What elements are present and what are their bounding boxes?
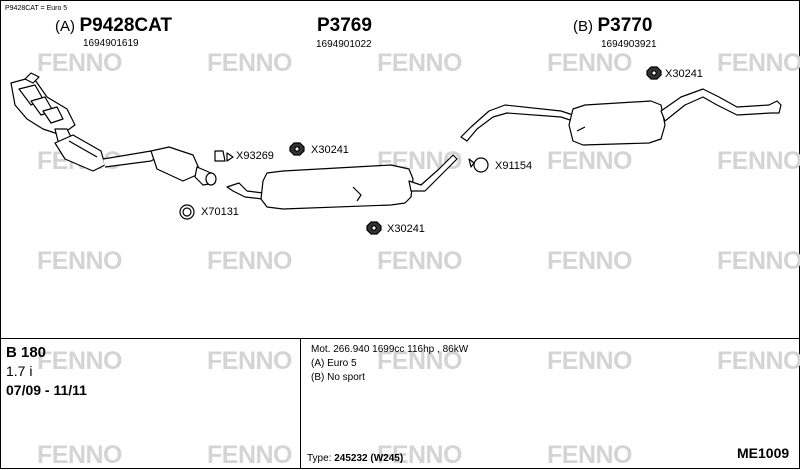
panel-divider xyxy=(1,338,799,339)
part-a-prefix: (A) xyxy=(55,18,75,35)
part-b-label: (B) P3770 xyxy=(573,15,652,37)
fitting-x30241-rear[interactable]: X30241 xyxy=(665,68,703,80)
rear-pipe-inlet xyxy=(460,104,574,142)
watermark: FENNO xyxy=(717,49,800,77)
fitting-x93269[interactable]: X93269 xyxy=(236,150,274,162)
watermark: FENNO xyxy=(207,347,293,375)
part-p3769-oe-number: 1694901022 xyxy=(316,39,372,50)
connecting-pipe xyxy=(408,154,458,192)
type-label: Type: xyxy=(307,453,332,464)
diagram-code: ME1009 xyxy=(737,445,790,461)
watermark: FENNO xyxy=(207,441,293,469)
watermark: FENNO xyxy=(37,247,123,275)
motor-note-b: (B) No sport xyxy=(311,372,365,383)
centre-silencer xyxy=(260,164,414,210)
watermark: FENNO xyxy=(37,49,123,77)
watermark: FENNO xyxy=(547,347,633,375)
watermark: FENNO xyxy=(377,247,463,275)
watermark: FENNO xyxy=(717,347,800,375)
part-b-oe-number: 1694903921 xyxy=(601,39,657,50)
watermark: FENNO xyxy=(207,247,293,275)
part-a-label: (A) P9428CAT xyxy=(55,15,172,37)
rubber-mount-icon xyxy=(366,221,382,235)
tail-pipe xyxy=(660,88,782,122)
watermark: FENNO xyxy=(37,347,123,375)
mid-pipe xyxy=(226,182,264,200)
watermark: FENNO xyxy=(547,147,633,175)
fitting-x70131[interactable]: X70131 xyxy=(201,206,239,218)
part-b-number[interactable]: P3770 xyxy=(597,15,653,36)
exhaust-system-drawing xyxy=(10,66,782,235)
watermark: FENNO xyxy=(547,49,633,77)
exhaust-manifold xyxy=(10,72,76,146)
clamp-ring-icon xyxy=(468,157,489,173)
vehicle-years: 07/09 - 11/11 xyxy=(6,382,87,398)
fitting-x30241-centre[interactable]: X30241 xyxy=(311,144,349,156)
vehicle-model: B 180 xyxy=(6,344,47,361)
watermark: FENNO xyxy=(547,441,633,469)
part-b-prefix: (B) xyxy=(573,18,593,35)
watermark: FENNO xyxy=(717,147,800,175)
catalytic-converter-2 xyxy=(150,146,217,186)
fitting-x91154[interactable]: X91154 xyxy=(495,160,533,172)
watermark: FENNO xyxy=(37,441,123,469)
motor-spec: Mot. 266.940 1699cc 116hp , 86kW xyxy=(311,344,469,355)
watermark: FENNO xyxy=(717,247,800,275)
rear-silencer xyxy=(568,100,666,146)
panel-divider xyxy=(300,338,301,468)
clamp-icon xyxy=(214,150,234,162)
type-value: 245232 (W245) xyxy=(334,453,404,464)
part-a-number[interactable]: P9428CAT xyxy=(79,15,173,36)
watermark: FENNO xyxy=(377,441,463,469)
part-p3769-number[interactable]: P3769 xyxy=(317,15,372,36)
watermark: FENNO xyxy=(207,49,293,77)
header-note: P9428CAT = Euro 5 xyxy=(5,5,68,12)
fitting-x30241-lower[interactable]: X30241 xyxy=(387,223,425,235)
gasket-ring-icon xyxy=(179,204,195,220)
part-a-oe-number: 1694901619 xyxy=(83,38,139,49)
watermark: FENNO xyxy=(377,347,463,375)
motor-note-a: (A) Euro 5 xyxy=(311,358,357,369)
catalytic-converter-1 xyxy=(54,134,106,172)
rubber-mount-icon xyxy=(289,142,305,156)
vehicle-engine: 1.7 i xyxy=(6,363,33,379)
watermark: FENNO xyxy=(377,49,463,77)
type-line: Type: 245232 (W245) xyxy=(307,453,403,464)
rubber-mount-icon xyxy=(646,66,662,80)
watermark: FENNO xyxy=(547,247,633,275)
